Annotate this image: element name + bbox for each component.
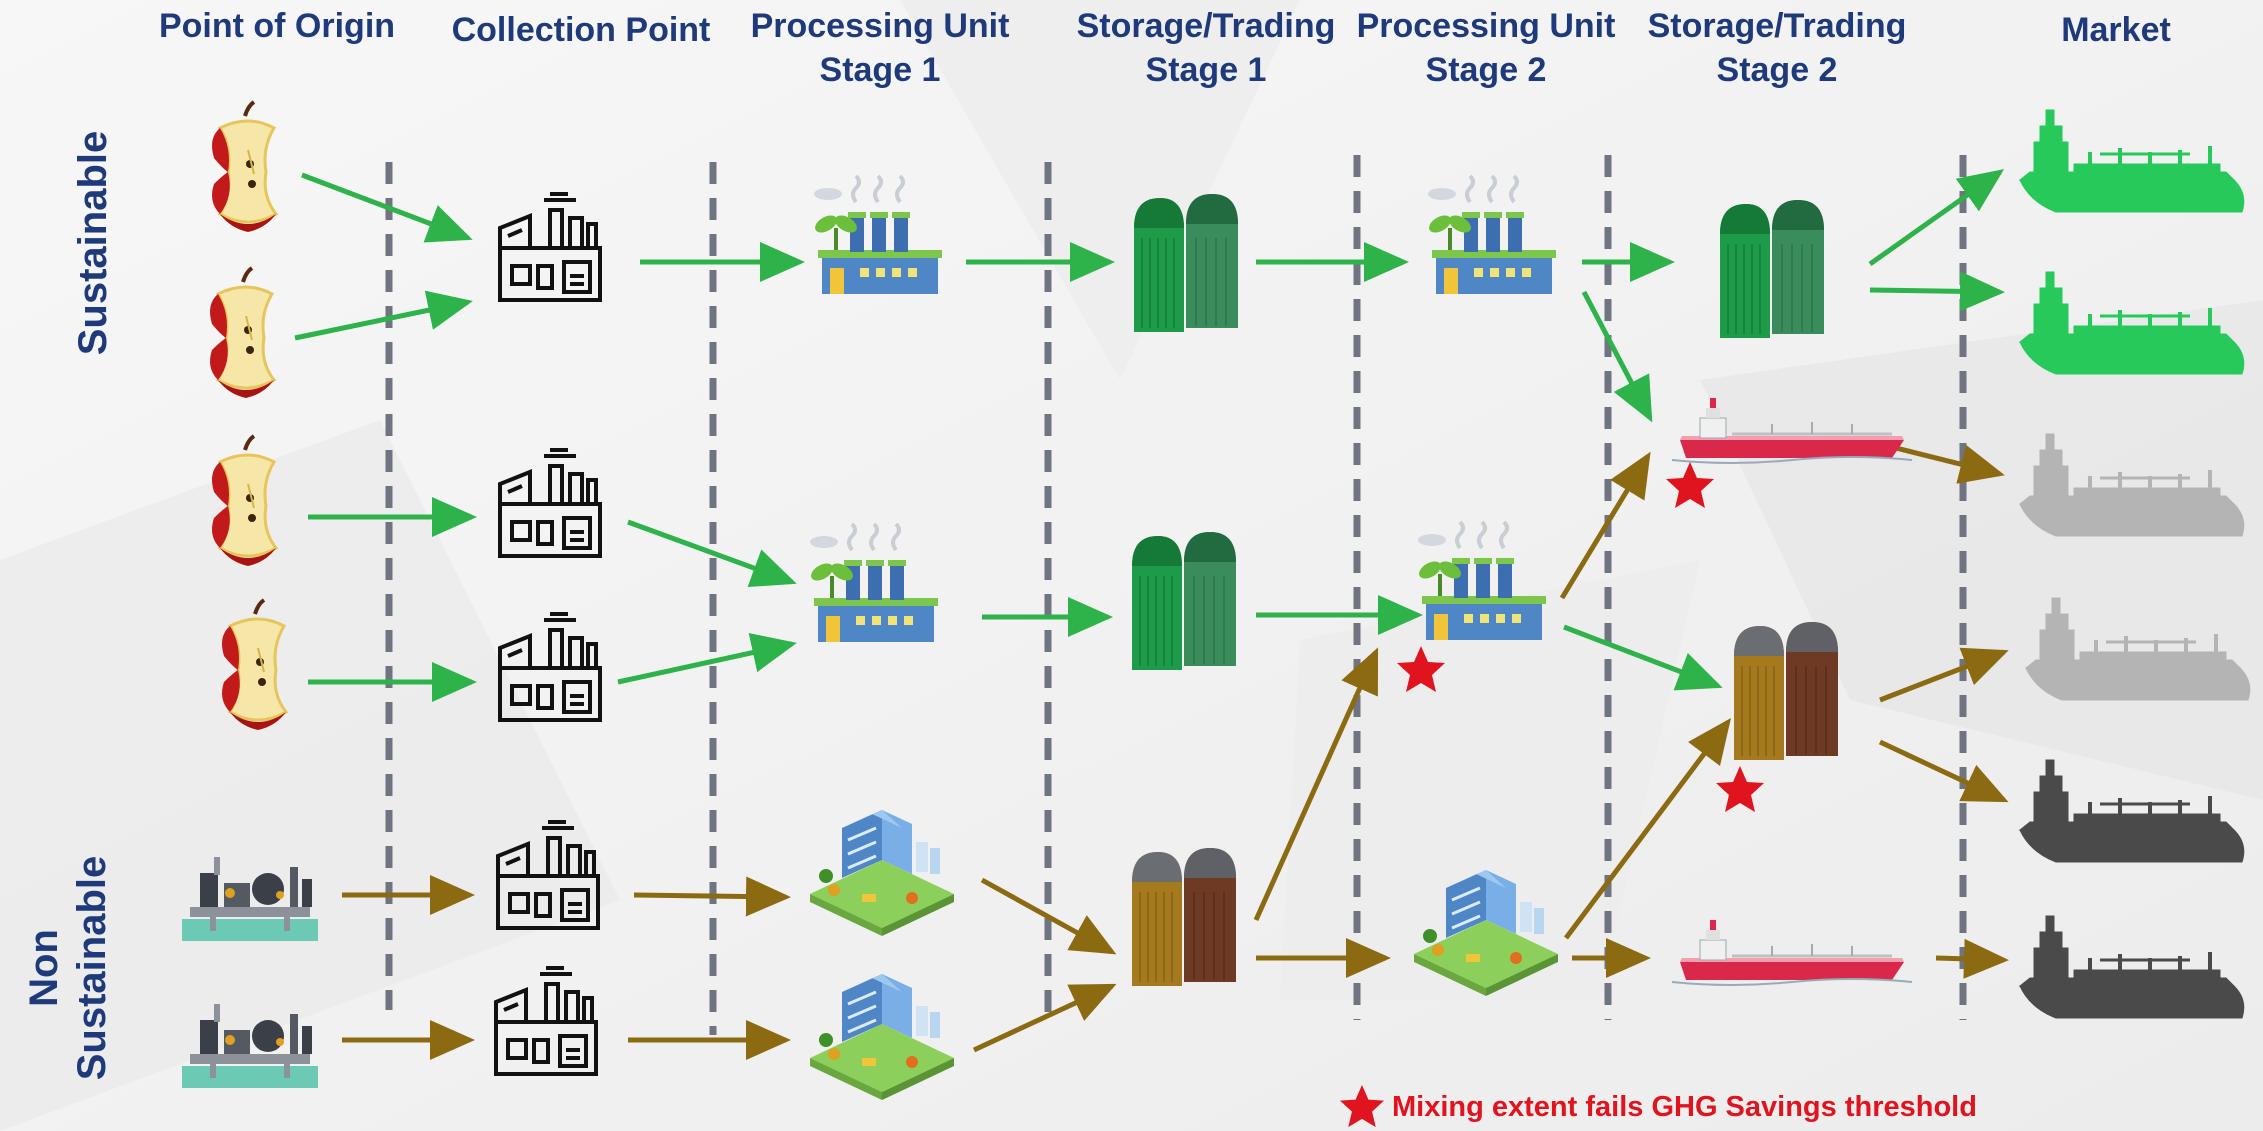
header-market: Market: [2061, 8, 2171, 52]
flow-arrow: [1878, 739, 2009, 803]
header-text: Stage 2: [1425, 51, 1547, 89]
header-processing-stage-2: Processing Unit Stage 2: [1357, 4, 1616, 92]
red-star-icon: [1340, 1085, 1384, 1128]
side-label-non-sustainable: Non Sustainable: [20, 848, 116, 1088]
header-text: Point of Origin: [158, 7, 396, 45]
sustainable-flow-arrows: [294, 169, 2005, 702]
header-storage-stage-1: Storage/Trading Stage 1: [1077, 4, 1336, 92]
background-facet: [1280, 560, 1700, 1000]
side-label-text: Sustainable: [71, 130, 115, 356]
flow-arrow: [1559, 451, 1651, 600]
flow-arrow: [617, 632, 797, 685]
flow-arrow: [301, 172, 473, 243]
flow-arrow: [1564, 718, 1731, 940]
header-text: Market: [2061, 11, 2171, 49]
flow-arrow: [627, 519, 797, 588]
header-processing-stage-1: Processing Unit Stage 1: [751, 4, 1010, 92]
background-facet: [900, 0, 1300, 380]
flow-arrow: [1581, 290, 1653, 423]
flow-arrow: [972, 983, 1117, 1053]
header-text: Storage/Trading: [1076, 7, 1336, 45]
header-text: Processing Unit: [1356, 7, 1616, 45]
header-text: Processing Unit: [750, 7, 1010, 45]
side-label-text: Non: [22, 929, 66, 1007]
side-label-sustainable: Sustainable: [69, 123, 117, 363]
header-text: Storage/Trading: [1647, 7, 1907, 45]
side-label-text: Sustainable: [70, 855, 114, 1081]
header-text: Stage 1: [1145, 51, 1267, 89]
non-sustainable-flow-arrows: [342, 439, 2009, 1060]
flow-arrow: [1935, 938, 2009, 979]
header-text: Stage 2: [1716, 51, 1838, 89]
header-point-of-origin: Point of Origin: [159, 4, 395, 48]
flow-arrow: [1879, 647, 2009, 703]
flow-arrow: [980, 877, 1117, 955]
background-facet: [0, 420, 620, 1131]
flow-arrow: [1563, 624, 1723, 691]
legend-text: Mixing extent fails GHG Savings threshol…: [1392, 1090, 1977, 1123]
flow-arrow: [1253, 647, 1379, 922]
flow-arrow: [1869, 271, 2005, 312]
header-text: Stage 1: [819, 51, 941, 89]
flow-arrow: [294, 290, 473, 341]
legend: Mixing extent fails GHG Savings threshol…: [1340, 1085, 1977, 1129]
flow-arrow: [1868, 169, 2005, 267]
flow-arrow: [633, 876, 791, 917]
header-storage-stage-2: Storage/Trading Stage 2: [1648, 4, 1907, 92]
header-collection-point: Collection Point: [452, 8, 711, 52]
header-text: Collection Point: [451, 11, 711, 49]
